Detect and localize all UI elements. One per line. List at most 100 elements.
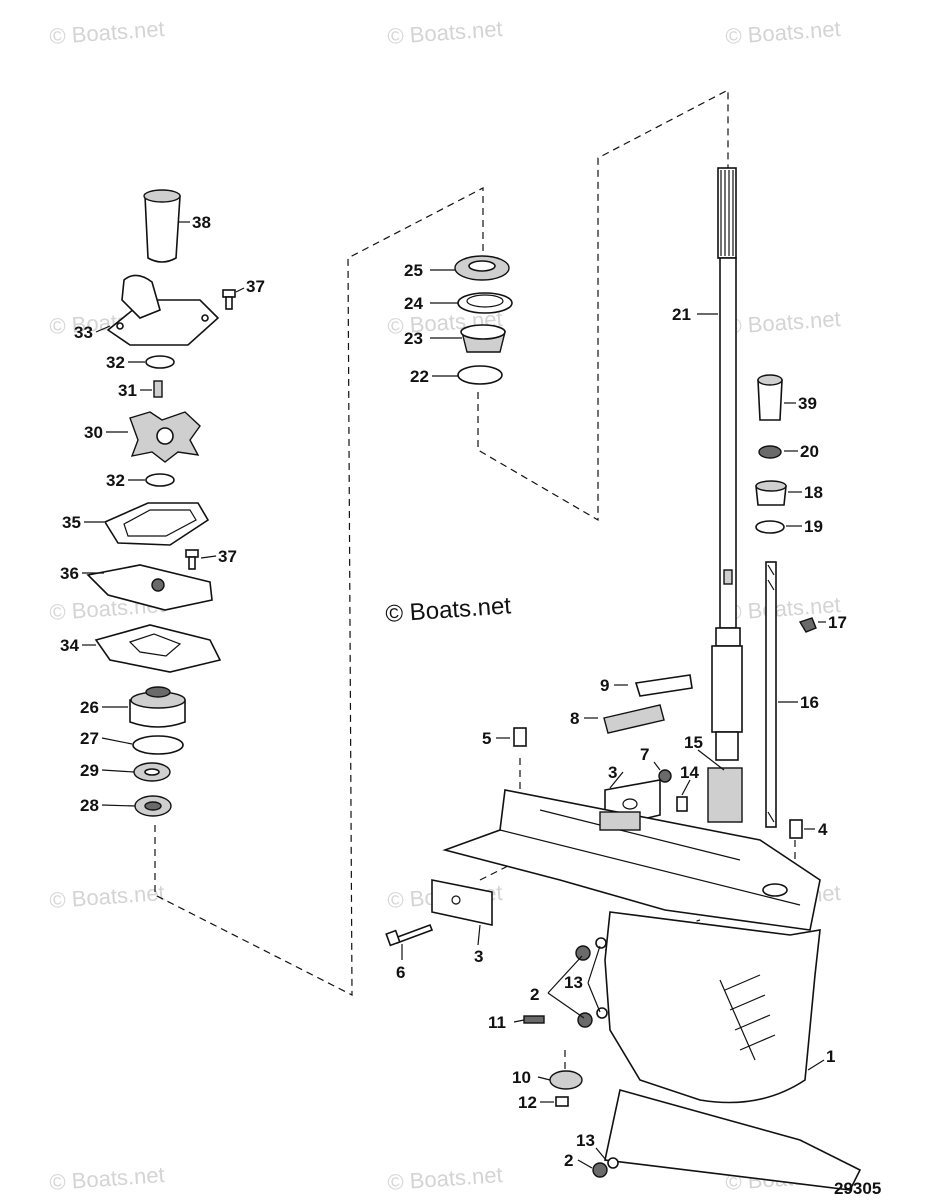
part-18-bushing bbox=[755, 480, 787, 506]
watermark: © Boats.net bbox=[387, 1162, 504, 1195]
callout-17: 17 bbox=[828, 613, 847, 632]
part-13-washer-lower bbox=[607, 1157, 619, 1169]
part-34-gasket-lower bbox=[94, 624, 222, 673]
callout-23: 23 bbox=[404, 329, 423, 348]
callout-13: 13 bbox=[564, 973, 583, 992]
callout-3: 3 bbox=[474, 947, 483, 966]
callout-11: 11 bbox=[488, 1013, 506, 1032]
center-watermark: © Boats.net bbox=[385, 592, 513, 628]
part-2-plug-upper bbox=[575, 945, 591, 961]
watermark: © Boats.net bbox=[725, 592, 842, 625]
callout-labels: 38 37 33 32 31 30 32 35 37 36 34 26 27 2… bbox=[60, 213, 847, 1170]
part-7-nut bbox=[658, 769, 672, 783]
callout-5: 5 bbox=[482, 729, 491, 748]
part-30-impeller bbox=[129, 411, 201, 463]
callout-33: 33 bbox=[74, 323, 93, 342]
callout-21: 21 bbox=[672, 305, 691, 324]
part-6-bolt bbox=[385, 923, 434, 947]
part-24-cup bbox=[457, 292, 513, 314]
callout-15: 15 bbox=[684, 733, 703, 752]
part-37-screw-lower bbox=[185, 549, 199, 570]
part-3-anode-lower bbox=[431, 879, 493, 926]
callout-10: 10 bbox=[512, 1068, 531, 1087]
callout-29: 29 bbox=[80, 761, 99, 780]
callout-7: 7 bbox=[640, 745, 649, 764]
callout-30: 30 bbox=[84, 423, 103, 442]
callout-8: 8 bbox=[570, 709, 579, 728]
callout-24: 24 bbox=[404, 294, 423, 313]
part-29-seal bbox=[133, 762, 171, 782]
part-9-pad bbox=[634, 674, 693, 697]
callout-35: 35 bbox=[62, 513, 81, 532]
callout-16: 16 bbox=[800, 693, 819, 712]
part-11-screw bbox=[523, 1015, 545, 1024]
callout-28: 28 bbox=[80, 796, 99, 815]
watermark: © Boats.net bbox=[387, 16, 504, 49]
callout-38: 38 bbox=[192, 213, 211, 232]
leader-lines bbox=[82, 221, 826, 1169]
part-21-driveshaft bbox=[711, 167, 743, 761]
callout-37: 37 bbox=[246, 277, 265, 296]
callout-20: 20 bbox=[800, 442, 819, 461]
callout-31: 31 bbox=[118, 381, 137, 400]
callout-1: 1 bbox=[826, 1047, 835, 1066]
part-36-face-plate bbox=[86, 564, 213, 611]
part-38-sleeve bbox=[143, 189, 181, 263]
part-17-clip bbox=[798, 617, 817, 633]
callout-19: 19 bbox=[804, 517, 823, 536]
callout-32: 32 bbox=[106, 353, 125, 372]
watermark: © Boats.net bbox=[49, 16, 166, 49]
callout-39: 39 bbox=[798, 394, 817, 413]
callout-13: 13 bbox=[576, 1131, 595, 1150]
callout-12: 12 bbox=[518, 1093, 537, 1112]
part-12-nut bbox=[555, 1096, 569, 1107]
part-25-retainer-nut bbox=[454, 255, 510, 281]
part-32-washer-upper bbox=[145, 355, 175, 369]
part-14-dowel bbox=[676, 796, 688, 812]
part-19-o-ring bbox=[755, 520, 785, 534]
part-8-plate bbox=[603, 704, 665, 734]
part-23-tapered-bearing bbox=[460, 324, 506, 353]
part-20-bearing bbox=[758, 445, 782, 459]
part-28-seal bbox=[134, 795, 172, 817]
callout-2: 2 bbox=[530, 985, 539, 1004]
part-31-key bbox=[153, 380, 163, 398]
part-22-o-ring bbox=[457, 365, 503, 385]
callout-9: 9 bbox=[600, 676, 609, 695]
part-5-dowel bbox=[513, 727, 527, 747]
callout-36: 36 bbox=[60, 564, 79, 583]
watermark: © Boats.net bbox=[49, 880, 166, 913]
part-27-o-ring bbox=[132, 735, 184, 755]
callout-34: 34 bbox=[60, 636, 79, 655]
watermark: © Boats.net bbox=[725, 306, 842, 339]
part-1-gear-housing bbox=[442, 789, 862, 1191]
callout-14: 14 bbox=[680, 763, 699, 782]
callout-25: 25 bbox=[404, 261, 423, 280]
callout-37: 37 bbox=[218, 547, 237, 566]
callout-3: 3 bbox=[608, 763, 617, 782]
part-4-dowel bbox=[789, 819, 803, 839]
watermark: © Boats.net bbox=[725, 16, 842, 49]
part-26-carrier bbox=[129, 686, 186, 728]
callout-2: 2 bbox=[564, 1151, 573, 1170]
part-33-pump-housing bbox=[106, 274, 220, 346]
callout-4: 4 bbox=[818, 820, 828, 839]
part-35-gasket bbox=[103, 502, 210, 546]
part-10-cap bbox=[549, 1070, 583, 1090]
part-2-plug-lower bbox=[592, 1162, 608, 1178]
part-15-bushing bbox=[707, 767, 743, 823]
callout-18: 18 bbox=[804, 483, 823, 502]
callout-32: 32 bbox=[106, 471, 125, 490]
figure-number: 29305 bbox=[834, 1179, 881, 1198]
callout-22: 22 bbox=[410, 367, 429, 386]
part-37-screw-upper bbox=[222, 289, 236, 310]
part-32-washer-lower bbox=[145, 473, 175, 487]
watermark: © Boats.net bbox=[49, 1162, 166, 1195]
callout-27: 27 bbox=[80, 729, 99, 748]
part-39-sleeve bbox=[757, 374, 783, 421]
callout-26: 26 bbox=[80, 698, 99, 717]
part-13-washer-upper bbox=[595, 937, 607, 949]
part-16-shift-shaft bbox=[765, 561, 777, 828]
callout-6: 6 bbox=[396, 963, 405, 982]
